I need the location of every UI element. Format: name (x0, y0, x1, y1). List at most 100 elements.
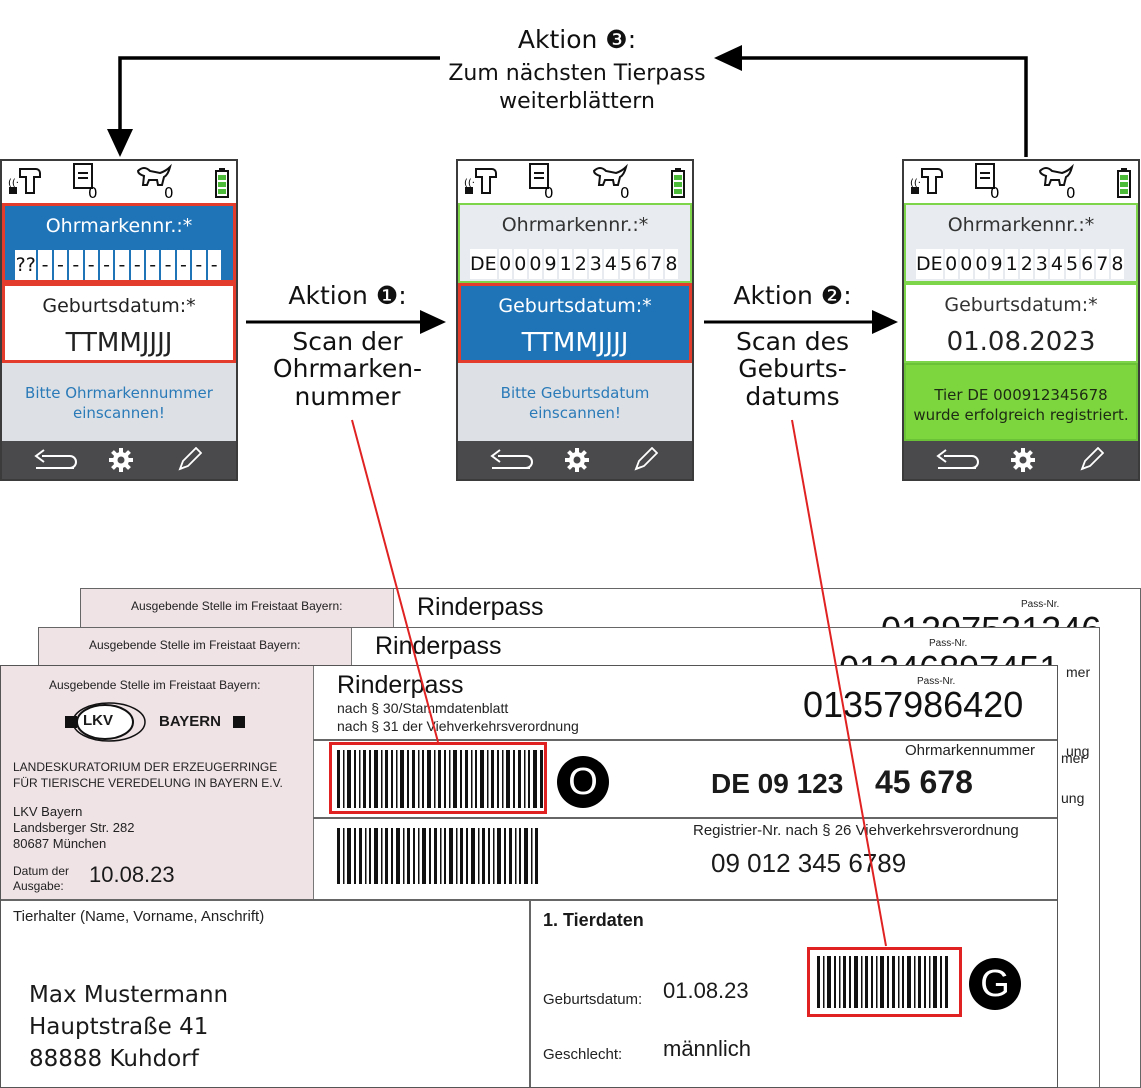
holder-line: Hauptstraße 41 (29, 1014, 209, 1040)
message-line: Bitte Ohrmarkennummer (25, 384, 213, 402)
side-text: mer (1066, 664, 1091, 680)
digit-cell: 9 (543, 249, 558, 279)
birthdate-barcode (817, 956, 948, 1008)
passport-subtitle: nach § 31 der Viehverkehrsverordnung (337, 718, 579, 734)
birthdate-label: Geburtsdatum:* (42, 295, 196, 317)
digit-cell: - (207, 250, 221, 280)
holder-line: 88888 Kuhdorf (29, 1046, 199, 1072)
action1-line: Scan der (292, 327, 403, 356)
scanner-icon: ((· (464, 168, 497, 194)
device-screen-1: ((· 0 0 Ohrmarkennr.:* ??------------ Ge… (0, 159, 238, 481)
svg-text:0: 0 (544, 184, 554, 201)
document-cattle-icon: 0 (529, 163, 554, 201)
birthdate-field[interactable]: Geburtsdatum:* TTMMJJJJ (458, 283, 692, 363)
digit-cell: 5 (619, 249, 633, 279)
ear-tag-digits: ??------------ (15, 250, 223, 280)
gear-icon[interactable] (1010, 447, 1036, 473)
passport-title: Rinderpass (337, 671, 464, 699)
digit-cell: 0 (513, 249, 527, 279)
issuer-label: Ausgebende Stelle im Freistaat Bayern: (49, 678, 261, 692)
digit-cell: 8 (664, 249, 678, 279)
back-icon[interactable] (30, 447, 78, 473)
digit-cell: - (192, 250, 206, 280)
logo-bayern-text: BAYERN (159, 713, 221, 730)
svg-text:0: 0 (990, 184, 1000, 201)
digit-cell: 0 (959, 249, 973, 279)
document-cattle-icon: 0 (975, 163, 1000, 201)
eartag-number-part2: 45 678 (875, 764, 973, 800)
address-line: Landsberger Str. 282 (13, 820, 135, 835)
back-icon[interactable] (486, 447, 534, 473)
bottom-toolbar (2, 441, 236, 479)
gear-icon[interactable] (564, 447, 590, 473)
pass-nr-label: Pass-Nr. (917, 676, 956, 687)
pass-nr-label: Pass-Nr. (1021, 599, 1060, 610)
digit-cell: 7 (649, 249, 663, 279)
status-message: Bitte Geburtsdatum einscannen! (458, 363, 692, 441)
issue-date: 10.08.23 (89, 862, 175, 887)
digit-cell: - (53, 250, 68, 280)
back-icon[interactable] (932, 447, 980, 473)
registration-barcode (337, 828, 538, 884)
pencil-icon[interactable] (632, 447, 658, 473)
action1-line: Ohrmarken- (272, 354, 423, 383)
digit-cell: - (161, 250, 175, 280)
digit-cell: 0 (528, 249, 542, 279)
digit-cell: - (146, 250, 160, 280)
lkv-logo (65, 702, 245, 742)
ear-tag-label: Ohrmarkennr.:* (501, 214, 649, 236)
svg-text:0: 0 (1066, 184, 1076, 201)
svg-text:0: 0 (620, 184, 630, 201)
digit-cell: 1 (1005, 249, 1019, 279)
marker-o: O (557, 756, 609, 808)
cattle-count-icon: 0 (1038, 163, 1076, 201)
digit-cell: 5 (1065, 249, 1079, 279)
digit-cell: 7 (1095, 249, 1109, 279)
svg-text:((·: ((· (8, 178, 19, 189)
ear-tag-field[interactable]: Ohrmarkennr.:* ??------------ (2, 203, 236, 283)
message-line: wurde erfolgreich registriert. (913, 406, 1129, 424)
digit-cell: 9 (989, 249, 1004, 279)
digit-cell: 8 (1110, 249, 1124, 279)
marker-g: G (969, 958, 1021, 1010)
digit-cell: 0 (944, 249, 958, 279)
digit-cell: 3 (1035, 249, 1049, 279)
digit-cell: DE (470, 249, 497, 279)
birthdate-label: Geburtsdatum:* (944, 294, 1098, 316)
pencil-icon[interactable] (1078, 447, 1104, 473)
loop-arrow (107, 45, 1028, 157)
digit-cell: 4 (604, 249, 618, 279)
gear-icon[interactable] (108, 447, 134, 473)
date-label: Ausgabe: (13, 879, 64, 893)
eartag-barcode (337, 750, 543, 808)
action3-line: Zum nächsten Tierpass (448, 61, 706, 86)
birthdate-label: Geburtsdatum:* (498, 295, 652, 317)
birthdate-value: 01.08.23 (663, 978, 749, 1003)
issuer-label: Ausgebende Stelle im Freistaat Bayern: (89, 638, 301, 652)
ear-tag-label: Ohrmarkennr.:* (947, 214, 1095, 236)
digit-cell: - (69, 250, 83, 280)
birthdate-field[interactable]: Geburtsdatum:* TTMMJJJJ (2, 283, 236, 363)
digit-cell: 1 (559, 249, 573, 279)
bottom-toolbar (904, 441, 1138, 479)
digit-cell: 4 (1050, 249, 1064, 279)
pencil-icon[interactable] (176, 447, 202, 473)
eartag-title: Ohrmarkennummer (905, 742, 1036, 759)
ear-tag-label: Ohrmarkennr.:* (45, 215, 193, 237)
status-bar: ((· 0 0 (458, 161, 692, 203)
action2-title: Aktion ❷: (733, 281, 852, 310)
birthdate-field[interactable]: Geburtsdatum:* 01.08.2023 (904, 283, 1138, 363)
document-cattle-icon: 0 (73, 163, 98, 201)
status-message: Bitte Ohrmarkennummer einscannen! (2, 363, 236, 441)
side-text: ung (1061, 790, 1085, 806)
message-line: einscannen! (73, 404, 165, 422)
message-line: einscannen! (529, 404, 621, 422)
digit-cell: ?? (15, 250, 37, 280)
action3-line: weiterblättern (499, 89, 655, 114)
